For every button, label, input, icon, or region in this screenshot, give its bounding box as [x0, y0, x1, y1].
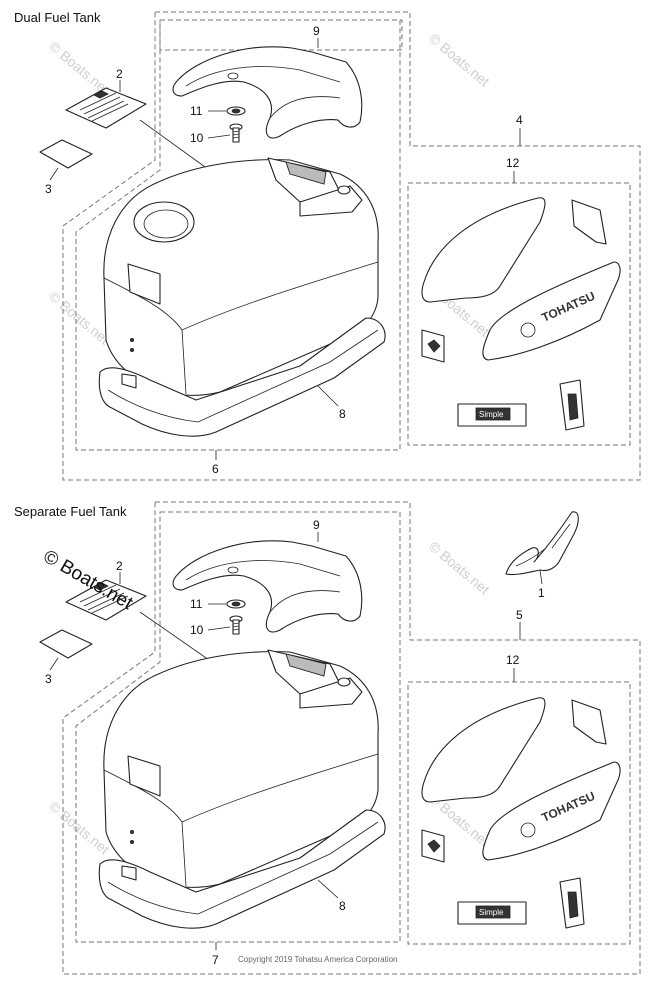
caution-label	[65, 87, 147, 129]
callout-3: 3	[45, 182, 52, 196]
section-separate-fuel-tank: Separate Fuel Tank 9 11 10	[14, 501, 641, 975]
callout-4: 4	[516, 113, 523, 127]
callout-12: 12	[506, 653, 520, 667]
callout-10: 10	[190, 623, 204, 637]
badge-text: Simple	[479, 908, 504, 917]
watermark: © Boats.net	[46, 288, 113, 347]
caution-label	[65, 579, 147, 621]
section-title: Dual Fuel Tank	[14, 10, 101, 25]
watermark: © Boats.net	[426, 538, 493, 597]
callout-1: 1	[538, 586, 545, 600]
watermark: © Boats.net	[46, 798, 113, 857]
engine-cover	[103, 649, 379, 888]
section-title: Separate Fuel Tank	[14, 504, 127, 519]
decal-set: TOHATSU Simple	[421, 197, 621, 431]
callout-7: 7	[212, 953, 219, 967]
callout-6: 6	[212, 462, 219, 476]
engine-cover	[103, 157, 379, 396]
cover-top-cap	[172, 46, 363, 139]
section-dual-fuel-tank: Dual Fuel Tank 9 11 10	[14, 10, 641, 481]
watermark: © Boats.net	[46, 38, 113, 97]
callout-9: 9	[313, 24, 320, 38]
screw	[229, 123, 243, 143]
badge-text: Simple	[479, 410, 504, 419]
callout-11: 11	[190, 597, 203, 611]
callout-9: 9	[313, 518, 320, 532]
callout-11: 11	[190, 104, 203, 118]
callout-2: 2	[116, 559, 123, 573]
callout-3: 3	[45, 672, 52, 686]
callout-12: 12	[506, 156, 520, 170]
script-decal	[505, 511, 579, 576]
cover-seal	[98, 317, 386, 437]
watermark: © Boats.net	[426, 30, 493, 89]
washer	[226, 106, 246, 116]
screw	[229, 615, 243, 635]
copyright: Copyright 2019 Tohatsu America Corporati…	[238, 955, 398, 964]
callout-2: 2	[116, 67, 123, 81]
washer	[226, 599, 246, 609]
blank-label	[39, 629, 93, 659]
callout-8: 8	[339, 899, 346, 913]
callout-8: 8	[339, 407, 346, 421]
callout-10: 10	[190, 131, 204, 145]
cover-top-cap	[172, 540, 363, 633]
callout-5: 5	[516, 608, 523, 622]
cover-seal	[98, 809, 386, 929]
decal-set: TOHATSU Simple	[421, 697, 621, 929]
blank-label	[39, 139, 93, 169]
